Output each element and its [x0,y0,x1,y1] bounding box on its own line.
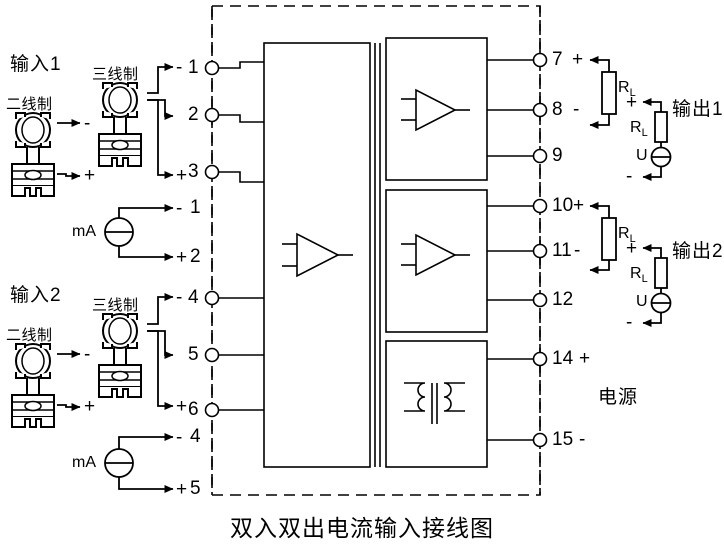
output1-amplifier-icon [401,88,470,132]
input2-two-wire-sign-plus: + [84,396,96,417]
input2-ma-source-wires [118,433,174,493]
terminal-label-3: 3 [188,161,199,182]
input2-source-sign-plus: + [176,479,188,500]
output2-src-rl-letter: R [630,265,642,282]
output1-source-sign-minus: - [626,166,633,187]
output1-src-rl-letter: R [630,119,642,136]
output1-src-rl-sub: L [641,127,648,140]
input2-ma-source-icon [104,448,134,478]
input2-source-terminal-4: 4 [190,426,201,447]
input2-source-terminal-5: 5 [190,478,201,499]
input-amplifier-icon [282,232,353,278]
output2-src-rl-sub: L [641,273,648,286]
terminal-label-9: 9 [552,145,563,166]
output2-group-label: 输出2 [672,241,724,262]
terminal-11-sign: - [574,240,581,261]
diagram-title: 双入双出电流输入接线图 [230,515,494,541]
terminal-label-6: 6 [188,399,199,420]
output1-source-label: U [636,147,648,164]
input2-group-label: 输入2 [10,285,62,306]
terminal-8-sign: - [573,99,580,120]
input2-three-wire-label: 三线制 [92,297,139,314]
output2-rl-letter: R [618,225,630,242]
output2-external-source [642,244,672,327]
input1-ma-source-label: mA [72,223,96,240]
terminal-label-8: 8 [552,99,563,120]
output2-source-sign-minus: - [626,312,633,333]
terminal-14-sign: + [579,348,591,369]
input1-three-wire-label: 三线制 [92,66,139,83]
left-terminals [204,60,264,418]
input1-source-terminal-2: 2 [190,246,201,267]
input1-three-wire-sign-minus: - [176,57,183,78]
input2-two-wire-transmitter-icon [11,343,55,428]
transformer-icon [404,382,465,424]
input2-two-wire-label: 二线制 [6,327,53,344]
terminal-label-11: 11 [552,240,572,261]
input2-three-wire-transmitter-icon [98,313,142,398]
output2-source-label: U [636,293,648,310]
terminal-label-12: 12 [552,289,574,310]
input1-three-wire-wires [147,63,174,179]
terminal-label-15: 15 [552,429,574,450]
output1-group-label: 输出1 [672,99,724,120]
input2-three-wire-sign-plus: + [176,396,188,417]
input1-source-sign-minus: - [176,198,183,219]
output2-load-resistor-icon [589,202,617,274]
input1-three-wire-sign-plus: + [176,165,188,186]
input1-ma-source-wires [118,204,174,261]
power-group-label: 电源 [598,387,639,408]
input2-two-wire-sign-minus: - [84,344,91,365]
input1-source-sign-plus: + [176,247,188,268]
terminal-label-4: 4 [188,287,199,308]
input1-three-wire-transmitter-icon [98,82,142,167]
output1-rl-letter: R [618,79,630,96]
input2-two-wire-wires [57,350,81,411]
input1-two-wire-wires [57,119,81,180]
input1-two-wire-sign-minus: - [84,113,91,134]
output2-source-sign-plus: + [626,238,638,259]
input1-two-wire-sign-plus: + [84,165,96,186]
terminal-15-sign: - [579,429,586,450]
terminal-label-2: 2 [188,104,199,125]
output2-load-resistor-label: RL [618,226,636,245]
input1-group-label: 输入1 [10,54,62,75]
output1-load-resistor-icon [589,56,617,129]
output2-source-resistor-label: RL [630,266,648,285]
terminal-label-1: 1 [188,57,199,78]
terminal-label-7: 7 [552,49,563,70]
output1-load-resistor-label: RL [618,80,636,99]
terminal-label-14: 14 [552,348,574,369]
output2-amplifier-icon [401,233,470,277]
terminal-10-sign: + [573,195,585,216]
input2-source-sign-minus: - [176,427,183,448]
input1-two-wire-transmitter-icon [11,112,55,197]
output1-source-resistor-label: RL [630,120,648,139]
input1-two-wire-label: 二线制 [6,96,53,113]
terminal-label-10: 10 [552,195,574,216]
isolation-barrier [374,43,381,467]
input2-three-wire-wires [147,293,174,410]
terminal-label-5: 5 [188,344,199,365]
input1-ma-source-icon [104,217,134,247]
output1-source-sign-plus: + [626,92,638,113]
terminal-7-sign: + [572,49,584,70]
output1-external-source [642,98,672,181]
output1-rl-sub: L [629,87,636,100]
output2-rl-sub: L [629,233,636,246]
input2-ma-source-label: mA [72,454,96,471]
input2-three-wire-sign-minus: - [176,287,183,308]
input1-source-terminal-1: 1 [190,197,201,218]
right-terminals [487,52,548,448]
